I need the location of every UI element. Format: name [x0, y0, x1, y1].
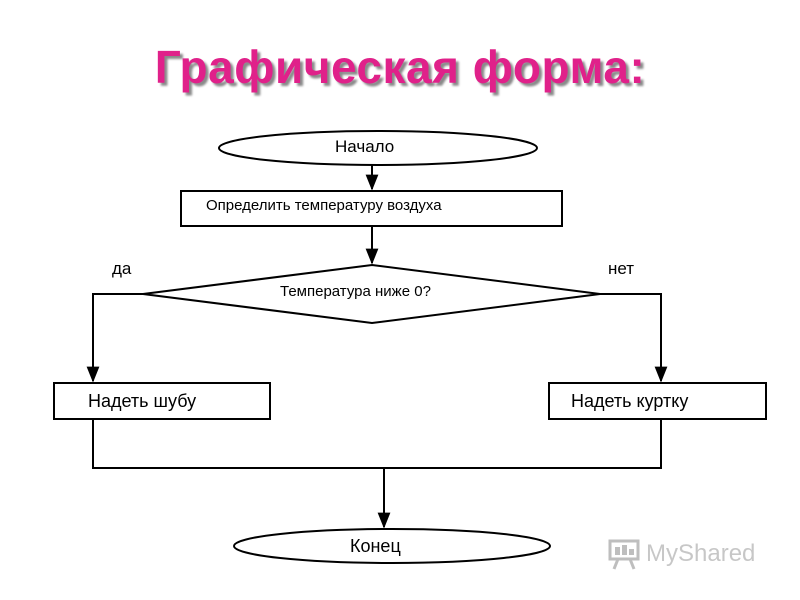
watermark-text: MyShared: [646, 540, 756, 567]
watermark: MyShared: [606, 536, 755, 572]
end-terminal: [233, 528, 551, 564]
yes-action-label: Надеть шубу: [88, 391, 197, 411]
start-label: Начало: [335, 137, 395, 156]
process-label: Определить температуру воздуха: [206, 197, 442, 214]
no-branch-label: нет: [608, 259, 635, 278]
yes-branch-label: да: [112, 259, 132, 278]
condition-label: Температура ниже 0?: [280, 283, 431, 300]
no-action-label: Надеть куртку: [571, 391, 689, 411]
yes-action-box: [53, 382, 271, 420]
start-terminal: [218, 130, 538, 166]
page-title: Графическая форма:: [154, 41, 646, 93]
no-action-box: [548, 382, 767, 420]
presentation-board-icon: [608, 539, 640, 570]
connector-no-branch: [600, 293, 668, 383]
decision-diamond: [142, 263, 601, 325]
end-label: Конец: [350, 536, 401, 556]
connector-yes-branch: [86, 293, 143, 383]
